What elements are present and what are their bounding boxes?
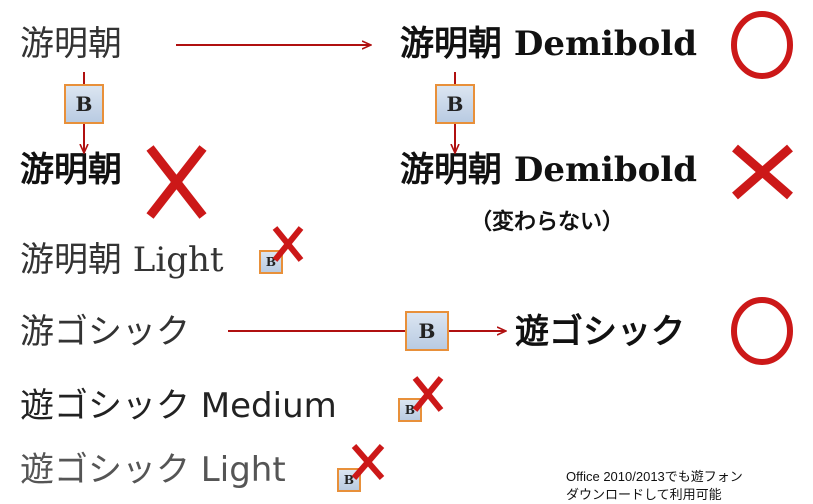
ok-circle-icon [731,297,793,365]
footnote-line-1: Office 2010/2013でも遊フォン [566,469,743,484]
label-yu-mincho: 游明朝 [20,24,122,64]
label-no-change-note: （変わらない） [470,210,625,235]
label-yu-gothic-medium: 遊ゴシック Medium [20,386,337,426]
label-yu-gothic-bold-prefix: 遊 [515,312,549,352]
ng-cross-icon [272,226,304,262]
label-yu-gothic-bold-rest: ゴシック [549,312,685,352]
ng-cross-icon [351,444,385,480]
label-yu-gothic-bold: 遊ゴシック [515,312,685,352]
bold-button[interactable]: B [64,84,104,124]
label-yu-mincho-demibold-bold: 游明朝 Demibold [400,150,697,190]
bold-button[interactable]: B [405,311,449,351]
bold-button[interactable]: B [337,468,361,492]
footnote-line-2: ダウンロードして利用可能 [566,487,722,502]
ng-cross-icon [146,145,207,219]
ok-circle-icon [731,11,793,79]
bold-button[interactable]: B [398,398,422,422]
label-yu-mincho-light: 游明朝 Light [20,240,224,280]
label-yu-mincho-bold: 游明朝 [20,150,122,190]
ng-cross-icon [412,376,444,412]
footnote: Office 2010/2013でも遊フォン ダウンロードして利用可能 [566,468,743,504]
ng-cross-icon [732,144,793,200]
label-yu-mincho-demibold: 游明朝 Demibold [400,24,697,64]
label-yu-gothic-light: 遊ゴシック Light [20,450,286,490]
label-yu-gothic: 游ゴシック [20,312,190,352]
bold-button[interactable]: B [435,84,475,124]
